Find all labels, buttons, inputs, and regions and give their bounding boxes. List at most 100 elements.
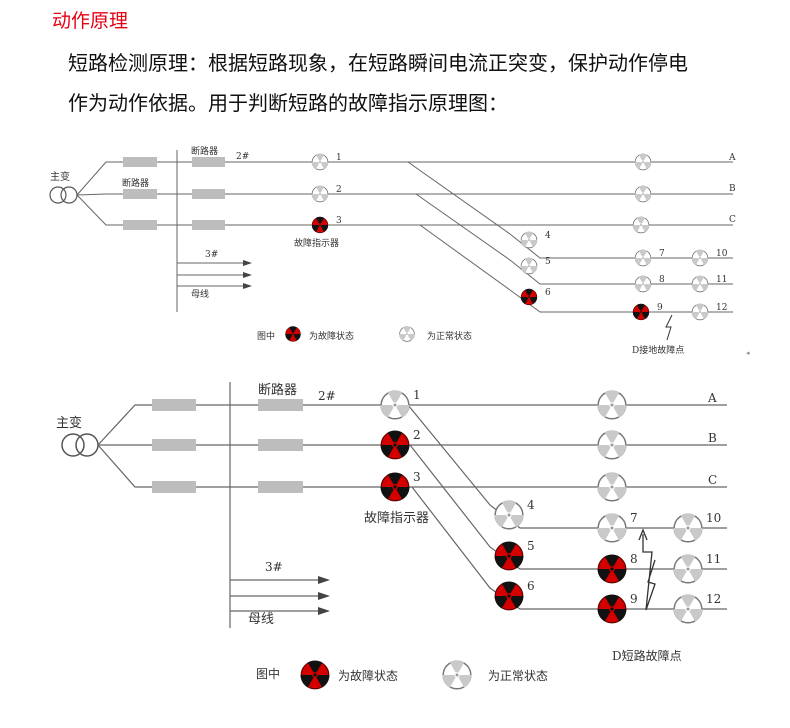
phase-label-b: B (729, 184, 736, 194)
indicator-number: 10 (706, 511, 721, 525)
breaker-a-right (258, 399, 303, 411)
indicator-5-normal (520, 257, 538, 275)
indicator-11-normal (673, 554, 703, 584)
indicator-number: 8 (630, 552, 638, 566)
indicator-2-normal (311, 185, 329, 203)
indicator-3-fault (311, 216, 329, 234)
indicator-8-fault (597, 554, 627, 584)
indicator-3-fault (380, 472, 410, 502)
bus-arrows (318, 576, 330, 615)
legend-fault-text: 为故障状态 (309, 330, 354, 342)
indicator-number: 12 (716, 303, 727, 313)
phase-label-c: C (708, 473, 717, 487)
breaker-label-top: 断路器 (191, 145, 218, 157)
indicator-number: 2 (336, 185, 342, 195)
indicator-number: 3 (413, 470, 421, 484)
transformer-symbol (49, 186, 78, 204)
fault-lightning-icon (638, 528, 656, 611)
indicator-number: 2 (413, 428, 421, 442)
legend-fault-icon (285, 326, 301, 342)
breaker-a-left (152, 399, 196, 411)
indicator-12-normal (691, 303, 709, 321)
diagram-short-circuit: 主变 断路器 2# 3# 母线 (56, 382, 727, 690)
indicator-number: 8 (659, 275, 665, 285)
bus-number: 3# (265, 560, 283, 574)
phase-label-a: A (728, 153, 736, 163)
diagram-ground-fault: 主变 断路器 (49, 145, 750, 357)
indicator-trunk-normal (597, 472, 627, 502)
indicator-label: 故障指示器 (364, 511, 429, 526)
indicator-11-normal (691, 275, 709, 293)
indicator-number: 5 (527, 539, 535, 553)
indicator-6-fault (494, 581, 524, 611)
indicator-number: 7 (659, 249, 665, 259)
transformer-label: 主变 (56, 415, 82, 431)
bus-label: 母线 (248, 612, 274, 627)
indicator-10-normal (691, 249, 709, 267)
transformer-label: 主变 (50, 170, 70, 183)
breaker-b-right (258, 439, 303, 451)
indicator-number: 1 (413, 388, 421, 402)
indicator-7-normal (597, 513, 627, 543)
breaker-a-left (123, 157, 157, 167)
indicator-4-normal (520, 231, 538, 249)
phase-label-c: C (729, 215, 736, 225)
breakers (123, 157, 225, 230)
breaker-number: 2# (318, 389, 336, 403)
indicator-number: 9 (657, 303, 663, 313)
indicator-number: 9 (630, 592, 638, 606)
indicator-trunk-normal (634, 153, 652, 171)
indicator-10-normal (673, 513, 703, 543)
indicator-6-fault (520, 288, 538, 306)
breakers (152, 399, 303, 493)
breaker-number: 2# (236, 152, 249, 162)
phase-label-b: B (708, 431, 717, 445)
transformer-symbol (61, 433, 99, 457)
intro-text-line-1: 短路检测原理：根据短路现象，在短路瞬间电流正突变，保护动作停电 (68, 51, 688, 75)
indicator-number: 3 (336, 216, 342, 226)
indicator-2-fault (380, 430, 410, 460)
indicator-trunk-normal (597, 430, 627, 460)
indicator-label: 故障指示器 (294, 237, 339, 249)
indicator-number: 5 (545, 257, 551, 267)
legend-prefix: 图中 (256, 666, 280, 681)
fault-point-label: D接地故障点 (632, 344, 684, 356)
breaker-a-right (192, 157, 225, 167)
breaker-c-right (258, 481, 303, 493)
breaker-label: 断路器 (258, 382, 297, 398)
breaker-b-left (152, 439, 196, 451)
legend-fault-icon (300, 660, 330, 690)
indicator-number: 11 (716, 275, 727, 285)
indicator-1-normal (311, 153, 329, 171)
indicator-number: 10 (716, 249, 728, 259)
phase-label-a: A (707, 391, 717, 405)
legend-fault-text: 为故障状态 (338, 668, 398, 683)
breaker-label-mid: 断路器 (122, 177, 149, 189)
breaker-c-right (192, 220, 225, 230)
indicator-trunk-normal (632, 216, 650, 234)
indicator-9-fault (632, 303, 650, 321)
indicator-12-normal (673, 594, 703, 624)
indicator-8-normal (634, 275, 652, 293)
indicator-7-normal (634, 249, 652, 267)
indicator-trunk-normal (634, 185, 652, 203)
page-heading: 动作原理 (52, 10, 129, 32)
intro-text-line-2: 作为动作依据。用于判断短路的故障指示原理图： (68, 91, 508, 115)
indicator-9-fault (597, 594, 627, 624)
indicator-4-normal (494, 500, 524, 530)
legend-normal-icon (442, 660, 472, 690)
legend-normal-text: 为正常状态 (488, 669, 548, 683)
legend-normal-text: 为正常状态 (427, 330, 472, 342)
fault-point-label: D短路故障点 (612, 648, 682, 663)
breaker-c-left (152, 481, 196, 493)
indicator-number: 4 (545, 231, 551, 241)
indicator-number: 4 (527, 498, 535, 512)
breaker-b-right (192, 189, 225, 199)
breaker-c-left (123, 220, 157, 230)
bus-label: 母线 (191, 288, 209, 300)
indicator-number: 12 (706, 592, 721, 606)
marker-glyph: ◂ (746, 349, 750, 357)
indicator-1-normal (380, 390, 410, 420)
